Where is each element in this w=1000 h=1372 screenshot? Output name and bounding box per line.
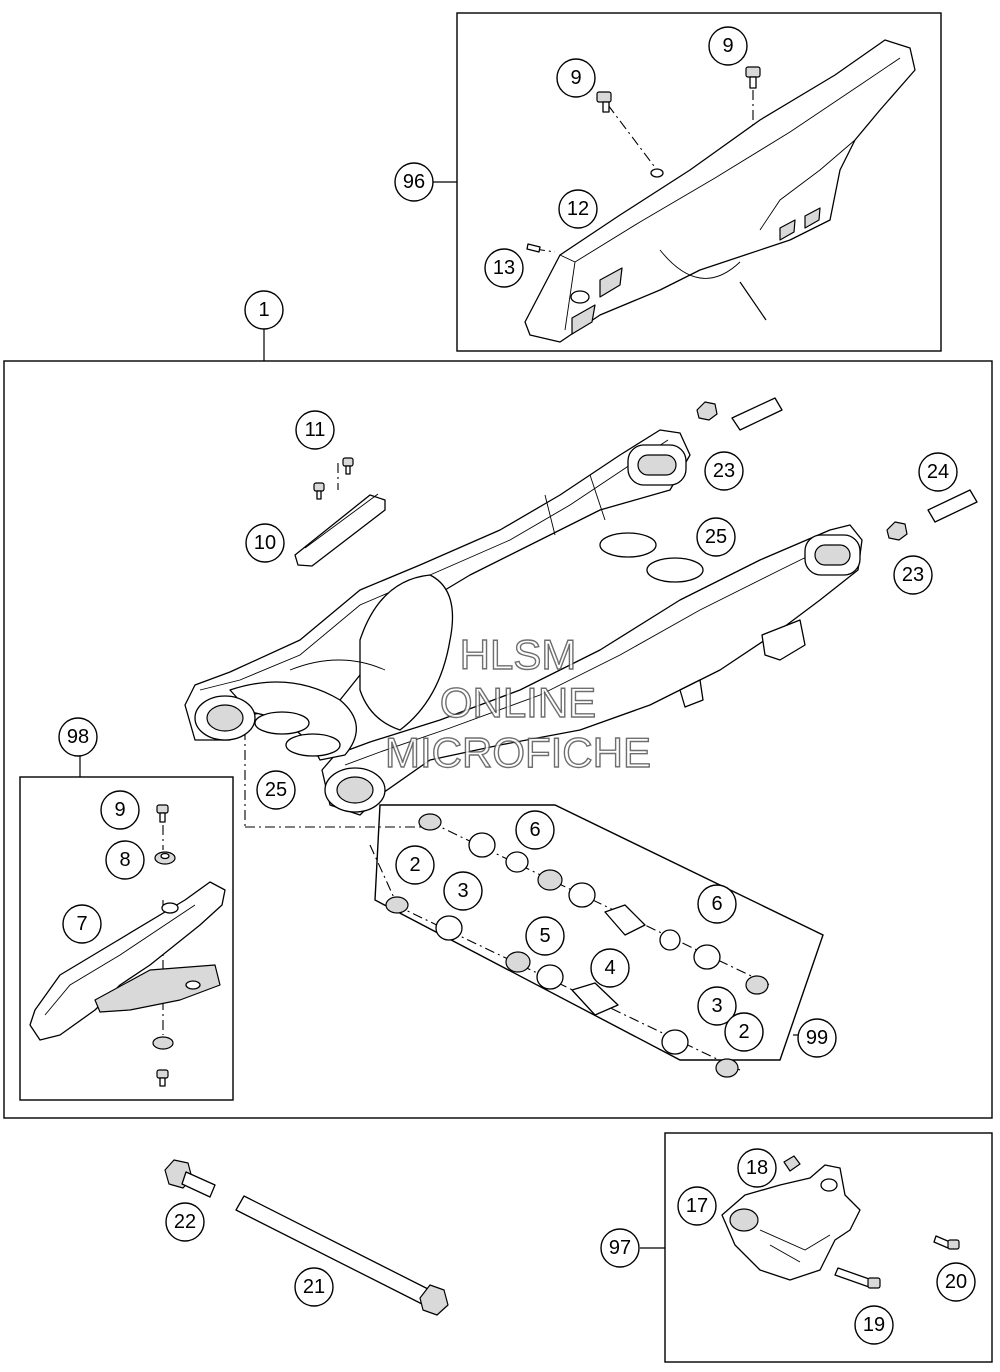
- svg-text:3: 3: [457, 880, 468, 902]
- svg-text:1: 1: [258, 299, 269, 321]
- callout-1: 1: [244, 290, 284, 330]
- callout-2-upper: 2: [395, 845, 435, 885]
- watermark-line-2: ONLINE: [440, 679, 596, 726]
- callout-97: 97: [600, 1228, 640, 1268]
- chain-slider-group-frame: [19, 776, 234, 1101]
- svg-text:25: 25: [705, 526, 727, 548]
- callout-25-lower: 25: [256, 770, 296, 810]
- svg-text:17: 17: [686, 1195, 708, 1217]
- svg-text:9: 9: [114, 799, 125, 821]
- axle-nut-lower: [886, 521, 908, 541]
- callout-4: 4: [590, 948, 630, 988]
- callout-11: 11: [295, 410, 335, 450]
- svg-text:20: 20: [945, 1271, 967, 1293]
- svg-text:12: 12: [567, 198, 589, 220]
- callout-6-upper: 6: [515, 810, 555, 850]
- svg-text:11: 11: [305, 419, 326, 441]
- svg-text:6: 6: [529, 819, 540, 841]
- callout-98: 98: [58, 717, 98, 757]
- svg-text:97: 97: [609, 1237, 631, 1259]
- chain-guide-bolt-long: [834, 1267, 881, 1289]
- callout-5: 5: [525, 916, 565, 956]
- callout-17: 17: [677, 1186, 717, 1226]
- callout-9-slider: 9: [100, 790, 140, 830]
- svg-text:13: 13: [493, 257, 515, 279]
- svg-text:5: 5: [539, 925, 550, 947]
- slider-screws: [156, 804, 169, 1087]
- chain-slider: [29, 881, 226, 1041]
- svg-text:22: 22: [174, 1211, 196, 1233]
- chain-guide-block: [721, 1164, 861, 1281]
- svg-text:23: 23: [713, 460, 735, 482]
- svg-text:2: 2: [409, 854, 420, 876]
- svg-text:3: 3: [711, 995, 722, 1017]
- svg-text:9: 9: [570, 67, 581, 89]
- watermark: HLSM ONLINE MICROFICHE: [384, 630, 651, 776]
- callout-23-lower: 23: [893, 555, 933, 595]
- callout-12: 12: [558, 189, 598, 229]
- svg-text:96: 96: [403, 171, 425, 193]
- svg-text:2: 2: [738, 1021, 749, 1043]
- pivot-shaft: [235, 1195, 449, 1316]
- svg-text:99: 99: [806, 1027, 828, 1049]
- svg-text:19: 19: [863, 1314, 885, 1336]
- callout-25-upper: 25: [696, 517, 736, 557]
- watermark-line-3: MICROFICHE: [385, 729, 651, 776]
- chain-slider-pad: [294, 493, 386, 567]
- svg-text:24: 24: [927, 461, 949, 483]
- svg-text:25: 25: [265, 779, 287, 801]
- callout-13: 13: [484, 248, 524, 288]
- chain-guard-bolt-a: [596, 91, 612, 113]
- callout-23-upper: 23: [704, 451, 744, 491]
- bearing-kit-group-frame: [374, 804, 824, 1061]
- callout-21: 21: [294, 1267, 334, 1307]
- swingarm-seal-lower: [254, 711, 341, 757]
- callout-2-lower: 2: [724, 1012, 764, 1052]
- chain-guide-bolt-short: [933, 1235, 960, 1250]
- chain-guide-nut: [783, 1155, 801, 1172]
- swingarm-seal-upper: [599, 532, 704, 583]
- pivot-nut-bolt: [164, 1159, 216, 1198]
- svg-text:4: 4: [604, 957, 615, 979]
- callout-8: 8: [105, 840, 145, 880]
- chain-slider-screws: [313, 457, 354, 500]
- callout-9-guard-right: 9: [708, 26, 748, 66]
- bearing-kit-parts: [385, 813, 769, 1078]
- svg-text:21: 21: [303, 1276, 325, 1298]
- callout-96: 96: [394, 162, 434, 202]
- callout-22: 22: [165, 1202, 205, 1242]
- callout-10: 10: [245, 523, 285, 563]
- svg-text:18: 18: [746, 1157, 768, 1179]
- svg-text:7: 7: [76, 913, 87, 935]
- svg-text:9: 9: [722, 35, 733, 57]
- axle-nut-upper: [696, 401, 718, 421]
- callout-24: 24: [918, 452, 958, 492]
- callout-19: 19: [854, 1305, 894, 1345]
- chain-guard-bolt-b: [745, 66, 761, 89]
- svg-text:6: 6: [711, 893, 722, 915]
- swingarm-group-frame: [3, 360, 993, 1119]
- callout-7: 7: [62, 904, 102, 944]
- svg-text:10: 10: [254, 532, 276, 554]
- callout-3-lower: 3: [697, 986, 737, 1026]
- callout-9-guard-left: 9: [556, 58, 596, 98]
- callout-3-upper: 3: [443, 871, 483, 911]
- slider-washer: [152, 851, 176, 1050]
- svg-text:23: 23: [902, 564, 924, 586]
- axle-bolt-lower: [927, 489, 978, 523]
- watermark-line-1: HLSM: [460, 631, 577, 678]
- svg-text:98: 98: [67, 726, 89, 748]
- axle-bolt-upper: [731, 397, 783, 431]
- callout-99: 99: [797, 1018, 837, 1058]
- chain-guard-screw: [526, 168, 664, 253]
- callout-6-lower: 6: [697, 884, 737, 924]
- callout-20: 20: [936, 1262, 976, 1302]
- callout-18: 18: [737, 1148, 777, 1188]
- svg-text:8: 8: [119, 849, 130, 871]
- chain-guard: [524, 39, 916, 343]
